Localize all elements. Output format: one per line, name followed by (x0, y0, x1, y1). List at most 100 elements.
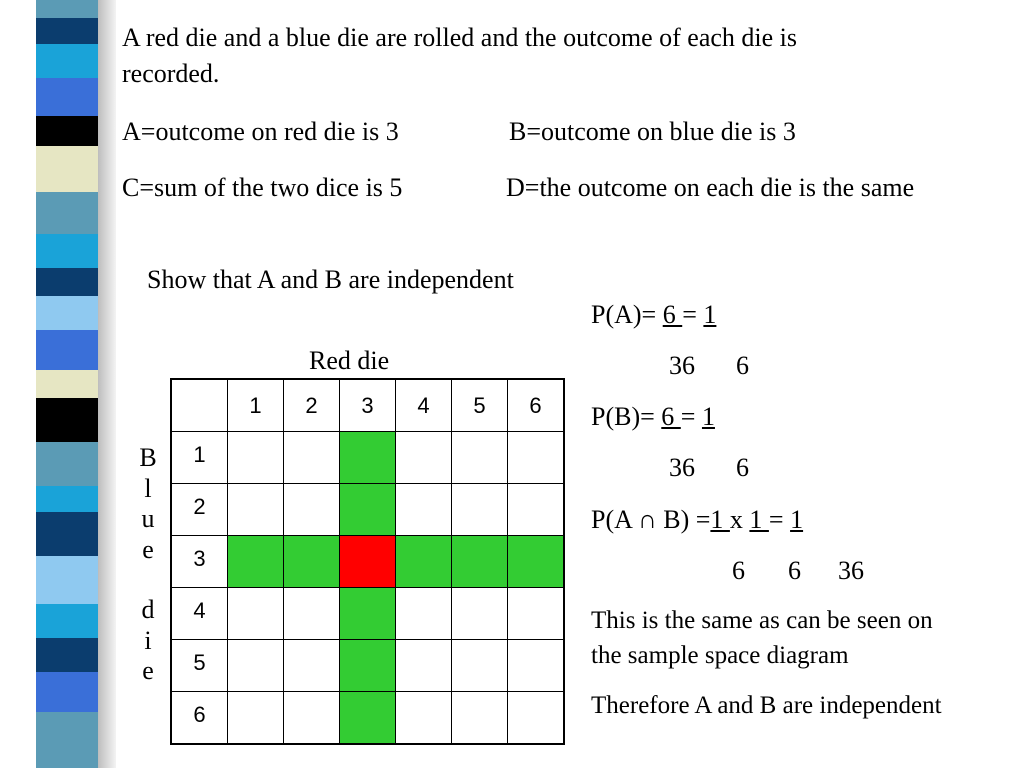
event-c: C=sum of the two dice is 5 (122, 173, 403, 202)
grid-cell (507, 691, 565, 745)
stripe-band (36, 0, 98, 18)
grid-cell-event-b (395, 535, 452, 588)
grid-cell (507, 587, 565, 640)
pa-denominators: 36 6 (669, 351, 749, 381)
grid-row: 3 (170, 535, 565, 588)
pa-equals: = (682, 300, 697, 329)
stripe-band (36, 78, 98, 116)
grid-cell (283, 587, 340, 640)
blue-label-letter: l (144, 473, 152, 503)
stripe-band (36, 44, 98, 78)
grid-cell-intersection (339, 535, 396, 588)
decorative-stripe-bar (0, 0, 116, 768)
grid-cell (395, 431, 452, 484)
blue-label-letter: B (139, 443, 157, 472)
grid-cell (227, 639, 284, 692)
grid-cell (395, 691, 452, 745)
blue-label-letter: i (144, 625, 152, 655)
stripe-band (36, 638, 98, 672)
grid-cell (451, 691, 508, 745)
task-heading: Show that A and B are independent (147, 265, 514, 294)
grid-cell-event-a (339, 587, 396, 640)
column-header: 4 (395, 378, 452, 432)
intro-line-1: A red die and a blue die are rolled and … (122, 23, 798, 52)
stripe-band (36, 486, 98, 512)
grid-cell (283, 639, 340, 692)
stripe-band (36, 604, 98, 638)
grid-cell-event-b (451, 535, 508, 588)
stripe-band (36, 442, 98, 486)
stripe-band (36, 370, 98, 398)
grid-cell (227, 431, 284, 484)
grid-cell (395, 639, 452, 692)
pab-denominator-2: 6 (788, 556, 801, 585)
grid-cell-event-a (339, 639, 396, 692)
blue-label-letter: u (141, 504, 155, 533)
grid-title-red-die: Red die (309, 346, 390, 375)
pb-numerator-1: 6 (661, 402, 681, 431)
pa-numerator-2: 1 (703, 300, 717, 329)
pa-equation: P(A)= 6 = 1 (591, 300, 716, 330)
pa-denominator-2: 6 (736, 351, 749, 380)
stripe-left-margin (0, 0, 36, 768)
pb-denominators: 36 6 (669, 453, 749, 483)
grid-cell (507, 639, 565, 692)
grid-cell (227, 691, 284, 745)
column-header: 6 (507, 378, 565, 432)
row-header: 4 (170, 587, 228, 640)
grid-row: 4 (170, 587, 565, 640)
sample-space-grid: 1 2 3 4 5 6 1 2 3 4 5 6 (170, 378, 565, 745)
pa-numerator-1: 6 (662, 300, 683, 329)
grid-cell-event-a (339, 431, 396, 484)
row-header: 3 (170, 535, 228, 588)
row-header: 2 (170, 483, 228, 536)
grid-cell-event-b (507, 535, 565, 588)
pab-numerator-3: 1 (790, 505, 804, 534)
grid-cell-event-a (339, 691, 396, 745)
grid-cell-event-b (283, 535, 340, 588)
grid-cell-event-a (339, 483, 396, 536)
stripe-band (36, 192, 98, 234)
note-line-2: the sample space diagram (591, 642, 849, 669)
grid-cell (283, 691, 340, 745)
column-header: 5 (451, 378, 508, 432)
stripe-band (36, 672, 98, 712)
intro-line-2: recorded. (122, 59, 220, 88)
grid-corner-cell (170, 378, 228, 432)
pb-prefix: P(B)= (591, 402, 655, 431)
grid-row: 5 (170, 639, 565, 692)
pb-denominator-1: 36 (669, 453, 695, 482)
grid-cell (227, 587, 284, 640)
blue-die-vertical-label: B l u e d i e (136, 443, 160, 687)
stripe-band (36, 556, 98, 604)
blue-label-letter: d (141, 595, 155, 624)
pab-numerator-1: 1 (710, 505, 730, 534)
column-header: 3 (339, 378, 396, 432)
stripe-band (36, 330, 98, 370)
pab-denominator-1: 6 (732, 556, 745, 585)
grid-cell (395, 483, 452, 536)
stripe-band (36, 18, 98, 44)
grid-cell (227, 483, 284, 536)
grid-cell-event-b (227, 535, 284, 588)
grid-row: 1 (170, 431, 565, 484)
pab-numerator-2: 1 (749, 505, 769, 534)
conclusion: Therefore A and B are independent (591, 692, 942, 719)
grid-cell (451, 639, 508, 692)
pab-denominator-3: 36 (838, 556, 864, 585)
column-header: 2 (283, 378, 340, 432)
stripe-shadow (98, 0, 116, 768)
stripe-band (36, 268, 98, 296)
pb-equals: = (680, 402, 696, 431)
grid-row: 6 (170, 691, 565, 745)
stripe-band (36, 296, 98, 330)
row-header: 6 (170, 691, 228, 745)
note-line-1: This is the same as can be seen on (591, 607, 933, 634)
grid-cell (395, 587, 452, 640)
stripe-band (36, 234, 98, 268)
stripe-band (36, 398, 98, 442)
grid-cell (507, 431, 565, 484)
stripe-band (36, 512, 98, 556)
blue-label-letter: e (142, 656, 154, 685)
grid-header-row: 1 2 3 4 5 6 (170, 378, 565, 432)
